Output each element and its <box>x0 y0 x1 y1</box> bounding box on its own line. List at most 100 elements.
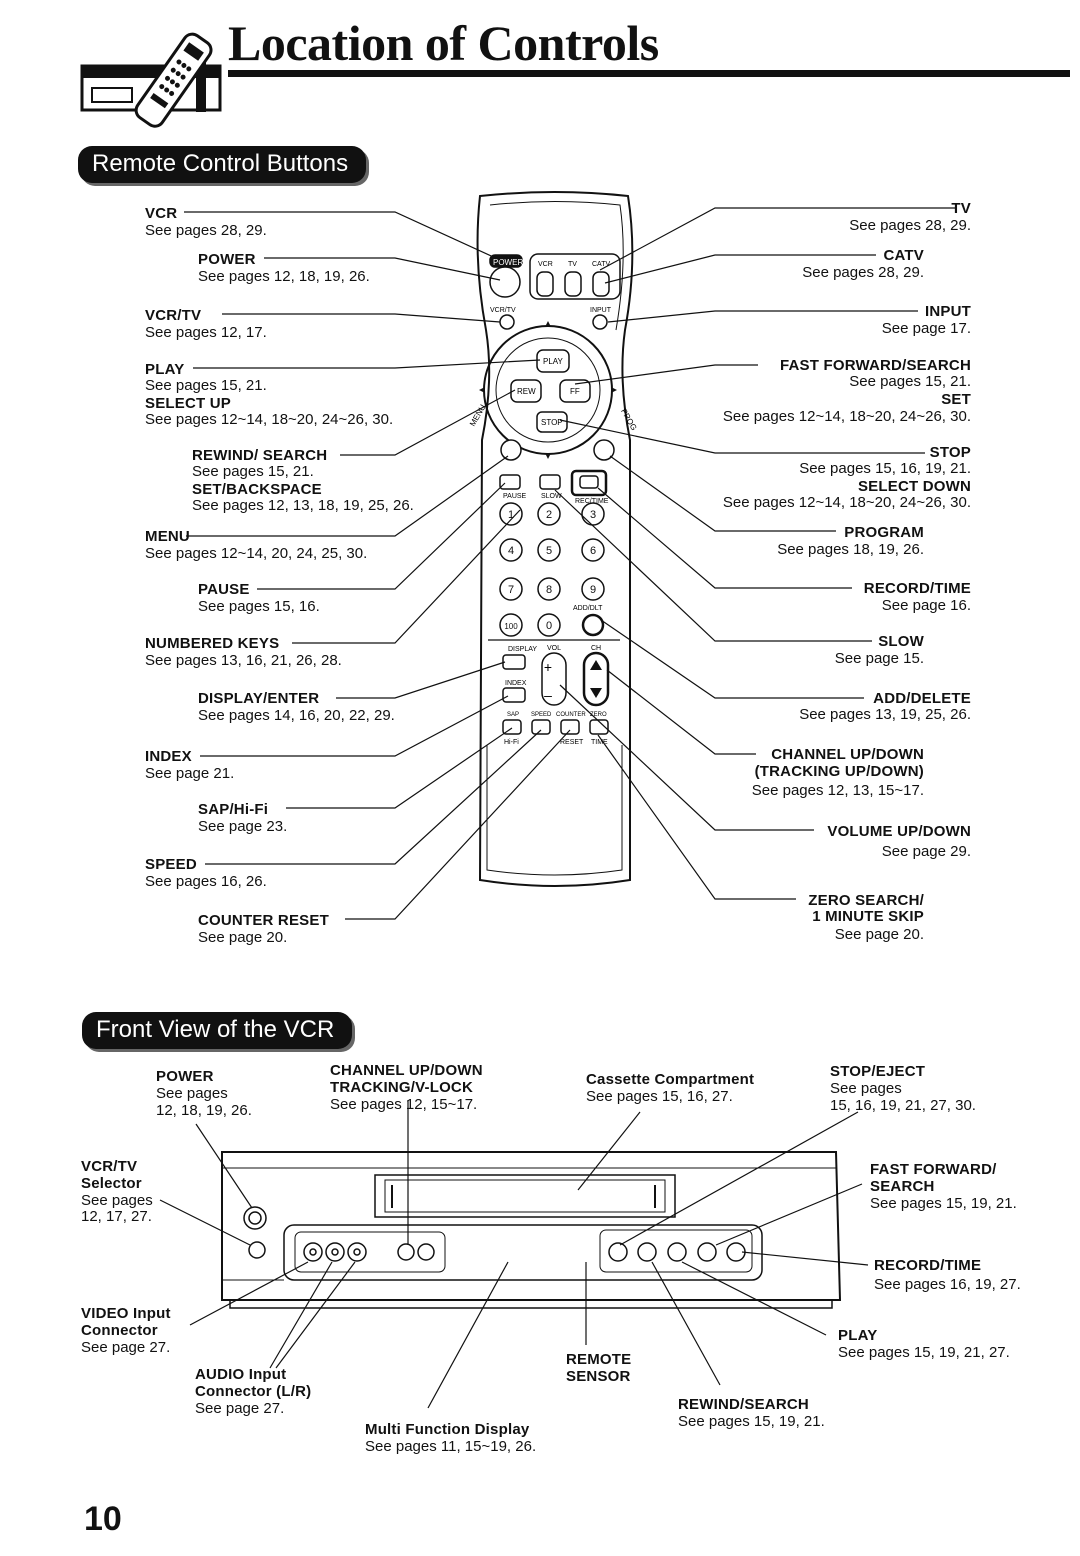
title-rule <box>228 70 1070 77</box>
number-key-label: 1 <box>508 509 514 521</box>
vcr-callout-selector: Selector <box>81 1175 142 1192</box>
vcr-callout-remote: REMOTE <box>566 1351 632 1368</box>
number-key-6 <box>581 538 605 562</box>
svg-text:+: + <box>544 659 552 675</box>
callout-minute-skip: 1 MINUTE SKIP <box>812 908 924 925</box>
svg-text:INPUT: INPUT <box>590 307 612 314</box>
number-key-2 <box>537 502 561 526</box>
callout-speed-ref: See pages 16, 26. <box>145 873 267 890</box>
callout-index: INDEX <box>145 748 192 765</box>
page-title: Location of Controls <box>228 15 659 71</box>
svg-text:PAUSE: PAUSE <box>503 493 527 500</box>
vcr-callout-audio-in-ref: See page 27. <box>195 1400 285 1417</box>
svg-text:STOP: STOP <box>541 418 563 427</box>
callout-counter-reset-ref: See page 20. <box>198 929 288 946</box>
remote-outline <box>476 191 634 887</box>
callout-counter-reset: COUNTER RESET <box>198 912 329 929</box>
vcr-callout-ff-ref: See pages 15, 19, 21. <box>870 1195 1017 1212</box>
svg-text:POWER: POWER <box>493 258 523 267</box>
callout-play-ref: See pages 15, 21. <box>145 377 267 394</box>
vcr-callout-cassette-ref: See pages 15, 16, 27. <box>586 1088 733 1105</box>
callout-pause-ref: See pages 15, 16. <box>198 598 320 615</box>
callout-sap-hifi: SAP/Hi-Fi <box>198 801 269 818</box>
number-key-label: 2 <box>546 509 552 521</box>
svg-text:TV: TV <box>568 261 577 268</box>
number-key-label: 9 <box>590 584 596 596</box>
stop-eject-button <box>608 1242 628 1262</box>
vcr-callout-display-ref: See pages 11, 15~19, 26. <box>365 1438 537 1455</box>
callout-slow: SLOW <box>878 633 924 650</box>
callout-vcr: VCR <box>145 205 178 222</box>
callout-power: POWER <box>198 251 256 268</box>
svg-text:VCR/TV: VCR/TV <box>490 307 516 314</box>
channel-rocker <box>582 651 610 707</box>
prog-button <box>593 439 615 461</box>
number-key-label: 5 <box>546 545 552 557</box>
vcr-callout-stop-eject: STOP/EJECT <box>830 1063 926 1080</box>
slow-button <box>539 474 561 490</box>
callout-input: INPUT <box>925 303 971 320</box>
power-button <box>489 254 523 298</box>
vcr-callout-tracking: TRACKING/V-LOCK <box>330 1079 473 1096</box>
vcr-callout-display: Multi Function Display <box>365 1421 530 1438</box>
svg-text:ZERO: ZERO <box>590 712 607 718</box>
svg-text:REC/TIME: REC/TIME <box>575 498 609 505</box>
display-enter-button <box>502 654 526 670</box>
callout-power-ref: See pages 12, 18, 19, 26. <box>198 268 370 285</box>
vcr-callout-vcrtv-ref2: 12, 17, 27. <box>81 1208 152 1225</box>
vcr-ff-button <box>697 1242 717 1262</box>
vcr-callout-audio-connector: Connector (L/R) <box>195 1383 312 1400</box>
svg-text:SAP: SAP <box>507 712 519 718</box>
vcr-callout-video-in-ref: See page 27. <box>81 1339 171 1356</box>
svg-text:Hi-Fi: Hi-Fi <box>504 739 519 746</box>
callout-speed: SPEED <box>145 856 197 873</box>
callout-zero-search-ref: See page 20. <box>834 926 924 943</box>
callout-display-enter-ref: See pages 14, 16, 20, 22, 29. <box>198 707 395 724</box>
svg-text:COUNTER: COUNTER <box>556 712 586 718</box>
vcr-callout-power-ref2: 12, 18, 19, 26. <box>156 1102 252 1119</box>
vcr-play-button <box>667 1242 687 1262</box>
menu-button <box>500 439 522 461</box>
svg-text:SLOW: SLOW <box>541 493 562 500</box>
header-remote-icon <box>80 32 222 128</box>
callout-catv-ref: See pages 28, 29. <box>802 264 924 281</box>
callout-menu-ref: See pages 12~14, 20, 24, 25, 30. <box>145 545 368 562</box>
ff-button <box>559 379 591 403</box>
pause-button <box>499 474 521 490</box>
number-key-100 <box>499 613 523 637</box>
svg-text:ADD/DLT: ADD/DLT <box>573 605 603 612</box>
callout-vcrtv: VCR/TV <box>145 307 202 324</box>
callout-fast-forward-ref: See pages 15, 21. <box>849 373 971 390</box>
number-key-label: 0 <box>546 620 552 632</box>
front-panel <box>283 1224 763 1281</box>
callout-channel: CHANNEL UP/DOWN <box>771 746 924 763</box>
callout-index-ref: See page 21. <box>145 765 235 782</box>
vcr-callout-channel-ref: See pages 12, 15~17. <box>330 1096 478 1113</box>
number-key-8 <box>537 577 561 601</box>
channel-up-button <box>417 1243 435 1261</box>
number-key-label: 4 <box>508 545 514 557</box>
callout-tv-ref: See pages 28, 29. <box>849 217 971 234</box>
callout-zero-search: ZERO SEARCH/ <box>808 892 924 909</box>
remote-diagram: POWER VCR TV CATV VCR/TV INPUT PLAY REW … <box>184 191 956 920</box>
vcr-callout-rewind: REWIND/SEARCH <box>678 1396 809 1413</box>
svg-text:–: – <box>544 687 552 703</box>
callout-set-ref: See pages 12~14, 18~20, 24~26, 30. <box>722 408 971 425</box>
number-key-3 <box>581 502 605 526</box>
callout-set: SET <box>941 391 971 408</box>
svg-text:PLAY: PLAY <box>543 357 564 366</box>
callout-channel-tracking: (TRACKING UP/DOWN) <box>754 763 924 780</box>
vcr-callout-ff: FAST FORWARD/ <box>870 1161 997 1178</box>
callout-add-delete: ADD/DELETE <box>873 690 971 707</box>
callout-vcrtv-ref: See pages 12, 17. <box>145 324 267 341</box>
volume-rocker <box>541 652 567 706</box>
number-key-0 <box>537 613 561 637</box>
callout-select-up: SELECT UP <box>145 395 231 412</box>
vcr-callout-ff-search: SEARCH <box>870 1178 935 1195</box>
number-key-4 <box>499 538 523 562</box>
number-key-9 <box>581 577 605 601</box>
vcr-callout-vcrtv: VCR/TV <box>81 1158 138 1175</box>
svg-text:CH: CH <box>591 645 601 652</box>
vcr-callout-vcrtv-ref: See pages <box>81 1192 153 1209</box>
